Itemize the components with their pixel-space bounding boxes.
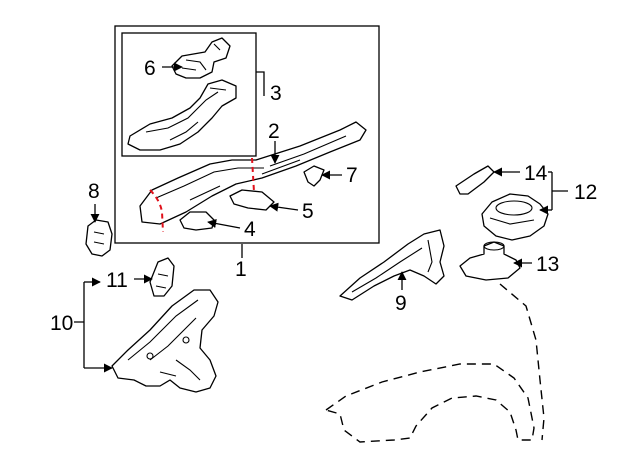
part-8-bracket <box>85 219 113 257</box>
callout-10: 10 <box>50 312 73 335</box>
callout-4: 4 <box>244 218 256 241</box>
part-6-bracket <box>171 37 231 79</box>
callout-6: 6 <box>144 57 156 80</box>
callout-1: 1 <box>235 258 247 281</box>
part-2-frame-rail <box>139 121 367 225</box>
callout-12: 12 <box>574 181 597 204</box>
callout-13: 13 <box>536 253 559 276</box>
callout-8: 8 <box>88 180 100 203</box>
part-9-wheelhouse <box>339 229 445 301</box>
part-10-apron <box>111 289 219 393</box>
callout-5: 5 <box>302 200 314 223</box>
part-13-strut-mount <box>459 241 521 281</box>
leader-4 <box>207 219 241 229</box>
part-7-clip <box>303 165 325 187</box>
callout-9: 9 <box>395 292 407 315</box>
part-14-brace <box>455 165 495 195</box>
assembly-3-box <box>121 32 257 157</box>
cut-line-front <box>149 189 164 233</box>
cut-line-rear <box>251 157 255 193</box>
part-4-plate <box>179 211 215 231</box>
leader-12 <box>551 172 568 210</box>
leader-5 <box>269 202 299 212</box>
fender-top-edge <box>499 283 545 441</box>
assembly-1-box <box>114 25 380 244</box>
part-11-bracket <box>149 257 175 297</box>
part-12-strut-tower <box>481 193 549 241</box>
part-5-plate <box>229 189 275 211</box>
callout-7: 7 <box>346 164 358 187</box>
callout-2: 2 <box>268 120 280 143</box>
leader-10 <box>74 282 85 368</box>
callout-14: 14 <box>524 162 548 185</box>
part-3-rail-extension <box>127 79 237 151</box>
leader-3 <box>256 71 265 96</box>
callout-3: 3 <box>270 82 282 105</box>
callout-11: 11 <box>106 269 128 292</box>
fender-outline <box>324 363 535 443</box>
